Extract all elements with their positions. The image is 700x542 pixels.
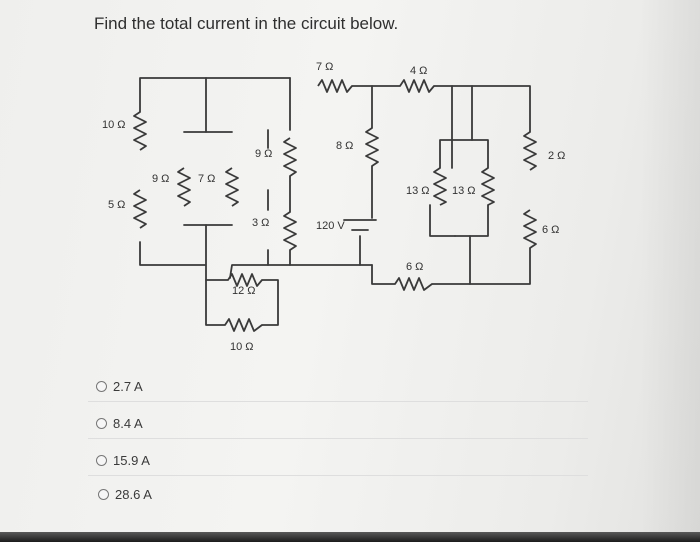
page-shadow — [640, 0, 700, 542]
wire-branch-down — [205, 224, 226, 326]
radio-circle-icon[interactable] — [96, 381, 107, 392]
wire-12-10-right — [261, 279, 279, 326]
label-r-2: 2 Ω — [548, 150, 565, 162]
option-label: 28.6 A — [115, 487, 152, 502]
resistor-8 — [365, 127, 379, 167]
option-label: 8.4 A — [113, 416, 143, 431]
label-r-6-right: 6 Ω — [542, 224, 559, 236]
resistor-7-mid — [225, 167, 239, 207]
wire-bottom-far — [431, 247, 531, 285]
label-r-3: 3 Ω — [252, 217, 269, 229]
label-r-12: 12 Ω — [232, 285, 256, 297]
resistor-top-7 — [317, 79, 353, 93]
label-r-10-bottom: 10 Ω — [230, 341, 254, 353]
resistor-9-left — [177, 167, 191, 207]
radio-circle-icon[interactable] — [98, 489, 109, 500]
wire-branch-13c — [471, 139, 489, 169]
resistor-10 — [133, 111, 147, 151]
resistor-10-bottom — [224, 318, 263, 332]
option-divider — [88, 475, 588, 476]
option-label: 15.9 A — [113, 453, 150, 468]
option-divider — [88, 438, 588, 439]
device-edge — [0, 532, 700, 542]
label-r-8: 8 Ω — [336, 140, 353, 152]
resistor-5 — [133, 189, 147, 229]
option-3[interactable]: 15.9 A — [96, 453, 150, 468]
option-1[interactable]: 2.7 A — [96, 379, 143, 394]
option-label: 2.7 A — [113, 379, 143, 394]
radio-circle-icon[interactable] — [96, 455, 107, 466]
label-r-7-mid: 7 Ω — [198, 173, 215, 185]
label-r-13-a: 13 Ω — [406, 185, 430, 197]
label-r-13-b: 13 Ω — [452, 185, 476, 197]
wire-bottom-main — [229, 264, 373, 279]
label-r-5: 5 Ω — [108, 199, 125, 211]
radio-circle-icon[interactable] — [96, 418, 107, 429]
wire-bottom-right — [371, 264, 396, 285]
label-r-10: 10 Ω — [102, 119, 126, 131]
wire-branch-13d — [454, 204, 489, 237]
wire-branch-13b — [439, 85, 473, 169]
label-r-top-4: 4 Ω — [410, 65, 427, 77]
label-r-6-bottom: 6 Ω — [406, 261, 423, 273]
resistor-6-bottom — [394, 277, 433, 291]
resistor-6-right — [523, 209, 537, 249]
resistor-13-b — [481, 167, 495, 206]
resistor-12 — [227, 273, 263, 287]
option-4[interactable]: 28.6 A — [98, 487, 152, 502]
wire-branch-13-bottom — [429, 204, 456, 237]
option-2[interactable]: 8.4 A — [96, 416, 143, 431]
wire-left-bottom — [139, 241, 206, 266]
label-r-top-7: 7 Ω — [316, 61, 333, 73]
question-text: Find the total current in the circuit be… — [94, 14, 399, 33]
label-r-9-left: 9 Ω — [152, 173, 169, 185]
option-divider — [88, 401, 588, 402]
label-r-9-mid: 9 Ω — [255, 148, 272, 160]
resistor-9-mid — [283, 137, 297, 177]
wire-left-top — [139, 77, 291, 113]
resistor-2 — [523, 131, 537, 171]
wire-top-right — [433, 85, 531, 133]
resistor-13-a — [433, 167, 447, 206]
resistor-top-4 — [399, 79, 435, 93]
label-source: 120 V — [316, 220, 345, 232]
resistor-3 — [283, 211, 297, 251]
